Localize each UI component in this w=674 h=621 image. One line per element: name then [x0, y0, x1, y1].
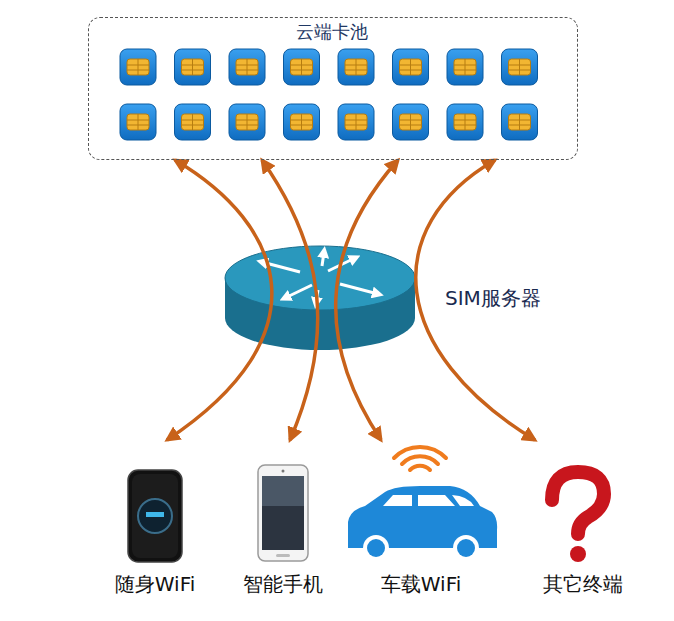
- sim-card-icon: [338, 104, 374, 140]
- double-arrow: [336, 160, 398, 440]
- sim-card-icon: [447, 49, 483, 85]
- device-label: 车载WiFi: [381, 572, 462, 596]
- sim-card-icon: [175, 49, 211, 85]
- sim-card-icon: [393, 49, 429, 85]
- smartphone-icon: [258, 465, 308, 561]
- sim-card-icon: [338, 49, 374, 85]
- sim-card-icon: [175, 104, 211, 140]
- sim-card-icon: [284, 104, 320, 140]
- device-node: 车载WiFi: [343, 440, 499, 602]
- sim-card-icon: [447, 104, 483, 140]
- router-symbol: [225, 246, 415, 350]
- server-node: SIM服务器: [222, 240, 550, 355]
- double-arrow: [262, 160, 318, 440]
- sim-card-icon: [284, 49, 320, 85]
- sim-card-grid: [120, 49, 538, 140]
- sim-card-icon: [229, 49, 265, 85]
- sim-card-icon: [502, 104, 538, 140]
- device-label: 随身WiFi: [115, 572, 196, 596]
- sim-card-icon: [502, 49, 538, 85]
- device-label: 智能手机: [243, 572, 323, 596]
- device-node: 随身WiFi: [111, 440, 200, 602]
- sim-card-icon: [393, 104, 429, 140]
- card-pool-box: 云端卡池: [88, 17, 578, 160]
- sim-card-icon: [120, 49, 156, 85]
- car-wifi-icon: [348, 447, 497, 561]
- device-node: 智能手机: [239, 440, 327, 602]
- double-arrow: [167, 160, 272, 440]
- sim-card-icon: [229, 104, 265, 140]
- sim-card-icon: [120, 104, 156, 140]
- question-mark-icon: [552, 472, 604, 562]
- server-label: SIM服务器: [442, 286, 544, 310]
- group-title: 云端卡池: [296, 21, 368, 43]
- pocket-wifi-icon: [128, 470, 182, 562]
- device-node: 其它终端: [539, 440, 627, 602]
- device-label: 其它终端: [543, 572, 623, 596]
